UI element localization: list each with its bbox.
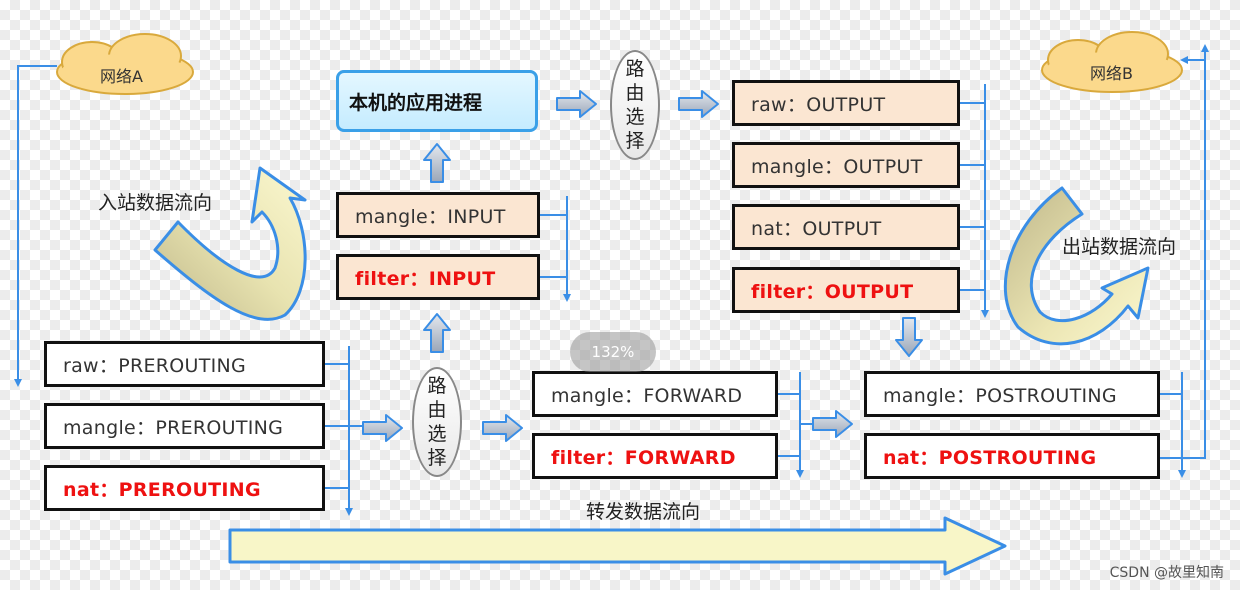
inbound-curved-arrow bbox=[153, 166, 307, 321]
chain-raw-prerouting: raw：PREROUTING bbox=[44, 341, 325, 387]
network-b-label: 网络B bbox=[1090, 64, 1133, 83]
chain-nat-output: nat：OUTPUT bbox=[732, 204, 960, 250]
chain-filter-output: filter：OUTPUT bbox=[732, 267, 960, 313]
routing-decision-top: 路由选择 bbox=[610, 50, 660, 160]
chain-raw-output: raw：OUTPUT bbox=[732, 80, 960, 126]
chain-mangle-prerouting: mangle：PREROUTING bbox=[44, 403, 325, 449]
connector-lines bbox=[14, 44, 1209, 516]
local-app-process: 本机的应用进程 bbox=[336, 70, 538, 132]
outbound-flow-label: 出站数据流向 bbox=[1062, 236, 1177, 258]
chain-filter-forward: filter：FORWARD bbox=[532, 433, 778, 479]
network-a-label: 网络A bbox=[100, 67, 143, 86]
outbound-curved-arrow bbox=[1003, 186, 1150, 346]
forward-flow-label: 转发数据流向 bbox=[586, 501, 701, 523]
watermark: CSDN @故里知南 bbox=[1109, 565, 1224, 581]
bracket-ticks bbox=[324, 102, 1182, 489]
chain-filter-input: filter：INPUT bbox=[336, 254, 540, 300]
cloud-network-b bbox=[1041, 31, 1183, 93]
zoom-level-indicator: 132% bbox=[570, 332, 656, 372]
cloud-network-a bbox=[56, 33, 194, 95]
block-arrows bbox=[362, 90, 923, 442]
chain-nat-prerouting: nat：PREROUTING bbox=[44, 465, 325, 511]
forward-flow-arrow bbox=[228, 516, 1007, 576]
chain-mangle-postrouting: mangle：POSTROUTING bbox=[864, 371, 1160, 417]
routing-decision-bottom: 路由选择 bbox=[412, 367, 462, 477]
chain-nat-postrouting: nat：POSTROUTING bbox=[864, 433, 1160, 479]
chain-mangle-output: mangle：OUTPUT bbox=[732, 142, 960, 188]
chain-mangle-input: mangle：INPUT bbox=[336, 192, 540, 238]
chain-mangle-forward: mangle：FORWARD bbox=[532, 371, 778, 417]
inbound-flow-label: 入站数据流向 bbox=[98, 192, 213, 214]
